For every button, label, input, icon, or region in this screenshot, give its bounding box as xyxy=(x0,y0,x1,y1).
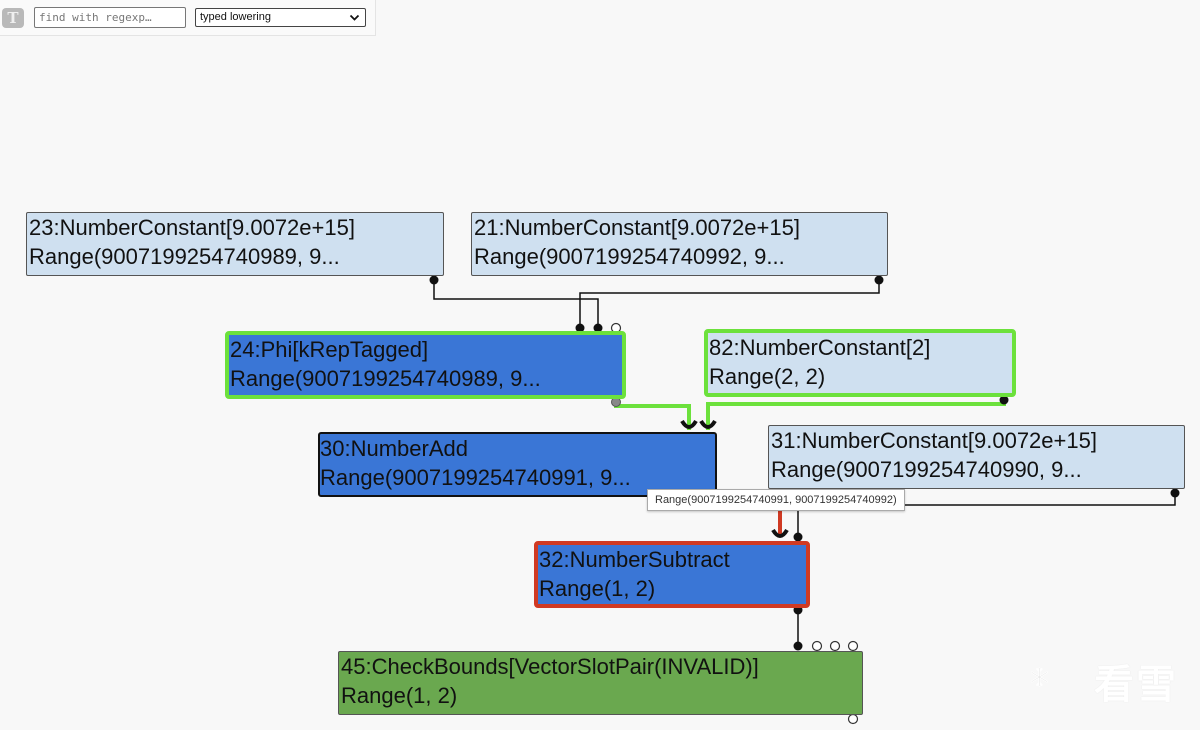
port-45-in-0 xyxy=(793,641,803,651)
edge-24-to-30 xyxy=(614,402,691,430)
port-31-out xyxy=(1170,488,1180,498)
node-range: Range(9007199254740991, 9... xyxy=(320,465,631,490)
node-label: 82:NumberConstant[2] xyxy=(709,335,931,360)
snowflake-watermark-icon xyxy=(1030,667,1048,687)
node-range: Range(9007199254740992, 9... xyxy=(474,244,785,269)
phase-select[interactable]: typed lowering xyxy=(195,8,366,27)
arrow-30-in-left xyxy=(680,419,698,429)
arrow-30-in-right xyxy=(699,419,717,429)
port-23-out xyxy=(429,275,439,285)
watermark-text: 看雪 xyxy=(1094,662,1178,708)
port-21-out xyxy=(874,275,884,285)
node-24[interactable]: 24:Phi[kRepTagged] Range(900719925474098… xyxy=(225,331,626,399)
port-24-in-0 xyxy=(575,323,585,333)
port-45-in-2 xyxy=(829,640,841,652)
node-label: 45:CheckBounds[VectorSlotPair(INVALID)] xyxy=(341,654,759,679)
node-range: Range(2, 2) xyxy=(709,364,826,389)
node-label: 30:NumberAdd xyxy=(320,436,468,461)
edge-21-to-24 xyxy=(579,280,880,328)
port-82-out xyxy=(999,395,1009,405)
edge-23-to-24 xyxy=(433,280,599,328)
graph-toolbar: T typed lowering xyxy=(0,0,376,36)
edge-tooltip: Range(9007199254740991, 9007199254740992… xyxy=(647,489,905,511)
node-82[interactable]: 82:NumberConstant[2] Range(2, 2) xyxy=(704,329,1016,397)
node-21[interactable]: 21:NumberConstant[9.0072e+15] Range(9007… xyxy=(471,212,888,276)
node-23[interactable]: 23:NumberConstant[9.0072e+15] Range(9007… xyxy=(26,212,444,276)
port-45-in-1 xyxy=(811,640,823,652)
node-30[interactable]: 30:NumberAdd Range(9007199254740991, 9..… xyxy=(318,432,717,497)
toggle-types-button[interactable]: T xyxy=(2,8,24,28)
port-24-in-1 xyxy=(593,323,603,333)
chevron-down-icon xyxy=(349,14,360,21)
node-range: Range(9007199254740990, 9... xyxy=(771,457,1082,482)
node-31[interactable]: 31:NumberConstant[9.0072e+15] Range(9007… xyxy=(768,425,1185,489)
search-input[interactable] xyxy=(34,7,186,28)
edge-31-to-32 xyxy=(797,493,1176,537)
node-45[interactable]: 45:CheckBounds[VectorSlotPair(INVALID)] … xyxy=(338,651,863,715)
node-range: Range(9007199254740989, 9... xyxy=(29,244,340,269)
arrow-32-in-left xyxy=(771,528,789,538)
port-45-out xyxy=(847,713,859,725)
node-range: Range(1, 2) xyxy=(539,576,656,601)
node-32[interactable]: 32:NumberSubtract Range(1, 2) xyxy=(534,541,810,608)
node-label: 24:Phi[kRepTagged] xyxy=(230,337,429,362)
port-45-in-3 xyxy=(847,640,859,652)
node-label: 32:NumberSubtract xyxy=(539,547,730,572)
node-label: 31:NumberConstant[9.0072e+15] xyxy=(771,428,1097,453)
node-label: 23:NumberConstant[9.0072e+15] xyxy=(29,215,355,240)
node-range: Range(9007199254740989, 9... xyxy=(230,366,541,391)
node-range: Range(1, 2) xyxy=(341,683,458,708)
port-32-in-1 xyxy=(793,532,803,542)
node-label: 21:NumberConstant[9.0072e+15] xyxy=(474,215,800,240)
phase-select-value: typed lowering xyxy=(200,11,271,23)
